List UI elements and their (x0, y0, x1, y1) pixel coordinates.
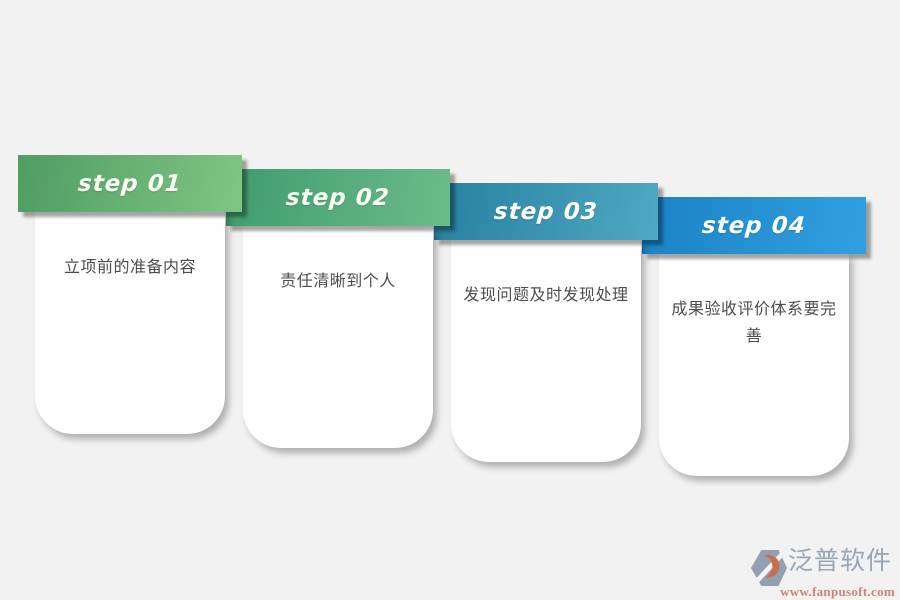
step-4-header: step 04 (642, 197, 866, 254)
fanpu-logo-title: 泛普软件 (788, 547, 893, 575)
fanpu-logo-icon (750, 547, 788, 587)
step-4-body: 成果验收评价体系要完善 (659, 254, 849, 476)
step-2-description: 责任清晰到个人 (280, 273, 396, 290)
step-card-1: step 01 立项前的准备内容 (18, 155, 260, 435)
step-3-body: 发现问题及时发现处理 (451, 240, 641, 462)
step-2-body: 责任清晰到个人 (243, 226, 433, 448)
fanpu-logo-watermark: 泛普软件 www.fanpusoft.com (750, 547, 895, 600)
step-2-label: step 02 (285, 184, 391, 211)
step-2-header: step 02 (226, 169, 450, 226)
step-card-4: step 04 成果验收评价体系要完善 (642, 197, 884, 477)
step-3-description: 发现问题及时发现处理 (463, 287, 629, 304)
step-card-3: step 03 发现问题及时发现处理 (434, 183, 676, 463)
step-3-label: step 03 (493, 198, 599, 225)
fanpu-logo-url: www.fanpusoft.com (780, 584, 895, 599)
step-1-label: step 01 (77, 170, 183, 197)
step-4-description: 成果验收评价体系要完善 (671, 301, 837, 345)
step-1-description: 立项前的准备内容 (63, 259, 196, 276)
step-1-header: step 01 (18, 155, 242, 212)
step-4-label: step 04 (701, 212, 807, 239)
step-1-body: 立项前的准备内容 (35, 212, 225, 434)
step-3-header: step 03 (434, 183, 658, 240)
step-card-2: step 02 责任清晰到个人 (226, 169, 468, 449)
